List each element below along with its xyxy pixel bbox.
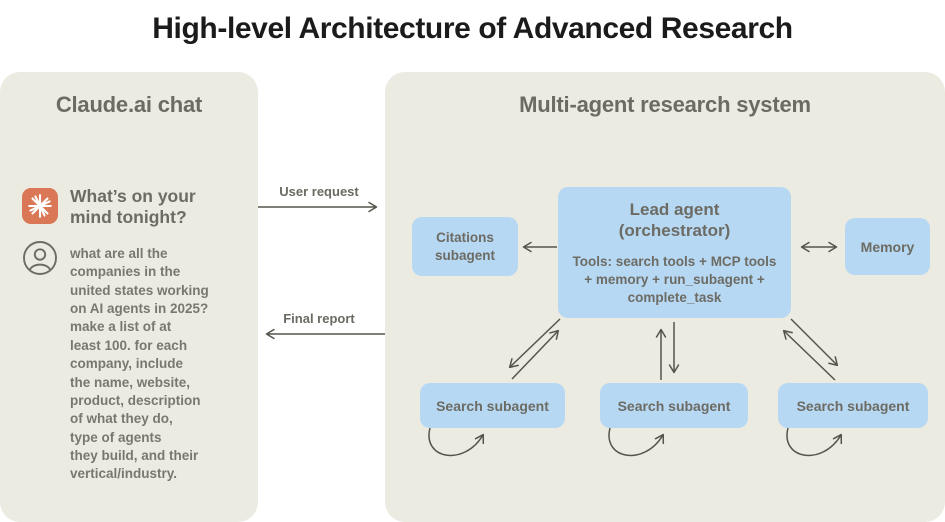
citations-subagent-label: Citations subagent (434, 229, 495, 263)
claude-logo-icon (22, 188, 58, 224)
claude-chat-panel: Claude.ai chat (0, 72, 258, 522)
memory-label: Memory (860, 238, 915, 255)
page-title: High-level Architecture of Advanced Rese… (152, 12, 793, 45)
search-subagent-label: Search subagent (617, 397, 731, 414)
search-subagent-label: Search subagent (796, 397, 910, 414)
lead-agent-title: Lead agent (orchestrator) (618, 199, 731, 241)
claude-chat-panel-title: Claude.ai chat (55, 92, 203, 117)
search-subagent-label: Search subagent (436, 397, 549, 414)
user-avatar-icon (22, 240, 58, 276)
lead-agent-node: Lead agent (orchestrator) Tools: search … (558, 187, 791, 318)
assistant-prompt-text: What’s on your mind tonight? (70, 186, 196, 227)
search-subagent-node-3: Search subagent (778, 383, 928, 428)
citations-subagent-node: Citations subagent (412, 217, 518, 276)
user-message-text: what are all the companies in the united… (70, 246, 209, 482)
user-request-label: User request (279, 184, 359, 199)
multi-agent-system-title: Multi-agent research system (519, 92, 811, 117)
search-subagent-node-1: Search subagent (420, 383, 565, 428)
search-subagent-node-2: Search subagent (600, 383, 748, 428)
lead-agent-tools: Tools: search tools + MCP tools + memory… (572, 254, 777, 305)
memory-node: Memory (845, 218, 930, 275)
final-report-label: Final report (283, 311, 355, 326)
